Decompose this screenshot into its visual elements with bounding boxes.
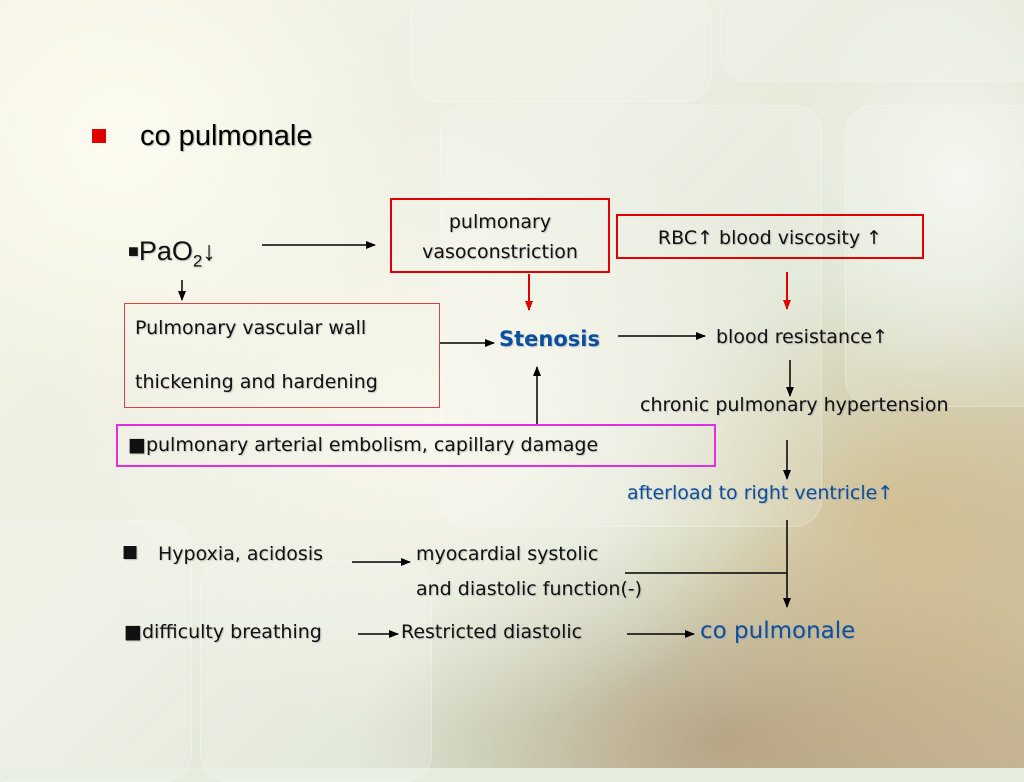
background-tile xyxy=(200,560,432,782)
stenosis-label: Stenosis xyxy=(499,327,600,351)
pao2-label: ■PaO2↓ xyxy=(128,236,216,271)
myocardial-line2: and diastolic function(-) xyxy=(416,578,643,600)
vascular-wall-line2: thickening and hardening xyxy=(135,371,378,393)
hypoxia-bullet: ■ xyxy=(122,542,139,562)
vasoconstriction-line2: vasoconstriction xyxy=(422,241,578,263)
chronic-hypertension-label: chronic pulmonary hypertension xyxy=(640,394,949,416)
title-bullet-icon xyxy=(92,129,106,143)
vascular-wall-line1: Pulmonary vascular wall xyxy=(135,317,367,339)
pao2-subscript: 2 xyxy=(192,251,203,271)
restricted-diastolic-label: Restricted diastolic xyxy=(401,621,583,643)
afterload-label: afterload to right ventricle↑ xyxy=(627,482,894,504)
result-co-pulmonale: co pulmonale xyxy=(700,618,856,644)
background-tile xyxy=(845,105,1024,407)
difficulty-breathing-label: ■difficulty breathing xyxy=(124,621,322,643)
pao2-text: PaO xyxy=(138,236,193,266)
rbc-viscosity-box: RBC↑ blood viscosity ↑ xyxy=(616,214,924,259)
embolism-box: ■pulmonary arterial embolism, capillary … xyxy=(116,424,716,467)
blood-resistance-label: blood resistance↑ xyxy=(716,326,889,348)
background-tile xyxy=(410,0,712,102)
vasoconstriction-line1: pulmonary xyxy=(448,211,552,233)
pao2-down-arrow: ↓ xyxy=(202,236,216,266)
vascular-wall-box: Pulmonary vascular wall thickening and h… xyxy=(124,303,440,408)
embolism-text: ■pulmonary arterial embolism, capillary … xyxy=(128,434,599,456)
rbc-viscosity-text: RBC↑ blood viscosity ↑ xyxy=(657,227,883,249)
background-tile xyxy=(720,0,1024,82)
vasoconstriction-box: pulmonary vasoconstriction xyxy=(390,198,610,273)
hypoxia-label: Hypoxia, acidosis xyxy=(158,543,324,565)
background-tile xyxy=(440,105,822,527)
pao2-bullet: ■ xyxy=(128,241,139,261)
slide-title: co pulmonale xyxy=(92,118,313,154)
title-text: co pulmonale xyxy=(140,119,313,152)
myocardial-line1: myocardial systolic xyxy=(416,543,599,565)
